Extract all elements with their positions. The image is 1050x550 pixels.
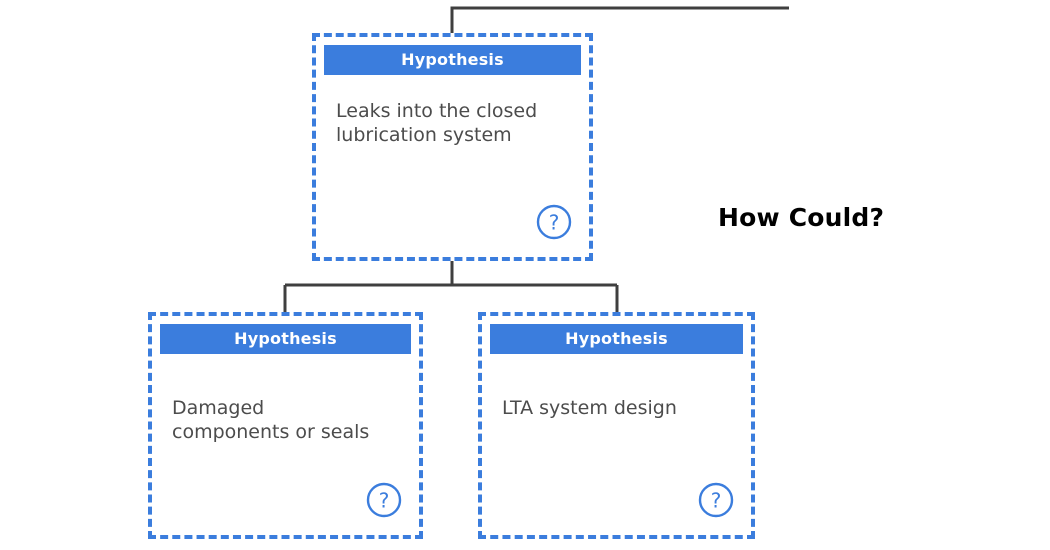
help-question-icon[interactable]: ? xyxy=(697,481,735,519)
hypothesis-node-child-right[interactable]: Hypothesis LTA system design ? xyxy=(478,312,755,539)
help-question-icon[interactable]: ? xyxy=(535,203,573,241)
node-header-label: Hypothesis xyxy=(160,324,411,354)
node-body-text: Leaks into the closed lubrication system xyxy=(336,100,538,147)
svg-text:?: ? xyxy=(711,489,722,513)
svg-text:?: ? xyxy=(549,211,560,235)
node-body-text: Damaged components or seals xyxy=(172,397,370,444)
how-could-caption: How Could? xyxy=(718,203,885,232)
node-header-label: Hypothesis xyxy=(490,324,743,354)
hypothesis-node-child-left[interactable]: Hypothesis Damaged components or seals ? xyxy=(148,312,423,539)
hypothesis-node-root[interactable]: Hypothesis Leaks into the closed lubrica… xyxy=(312,33,593,261)
node-header-label: Hypothesis xyxy=(324,45,581,75)
svg-text:?: ? xyxy=(379,489,390,513)
help-question-icon[interactable]: ? xyxy=(365,481,403,519)
node-body-text: LTA system design xyxy=(502,397,677,419)
parent-connector-line xyxy=(450,6,789,33)
